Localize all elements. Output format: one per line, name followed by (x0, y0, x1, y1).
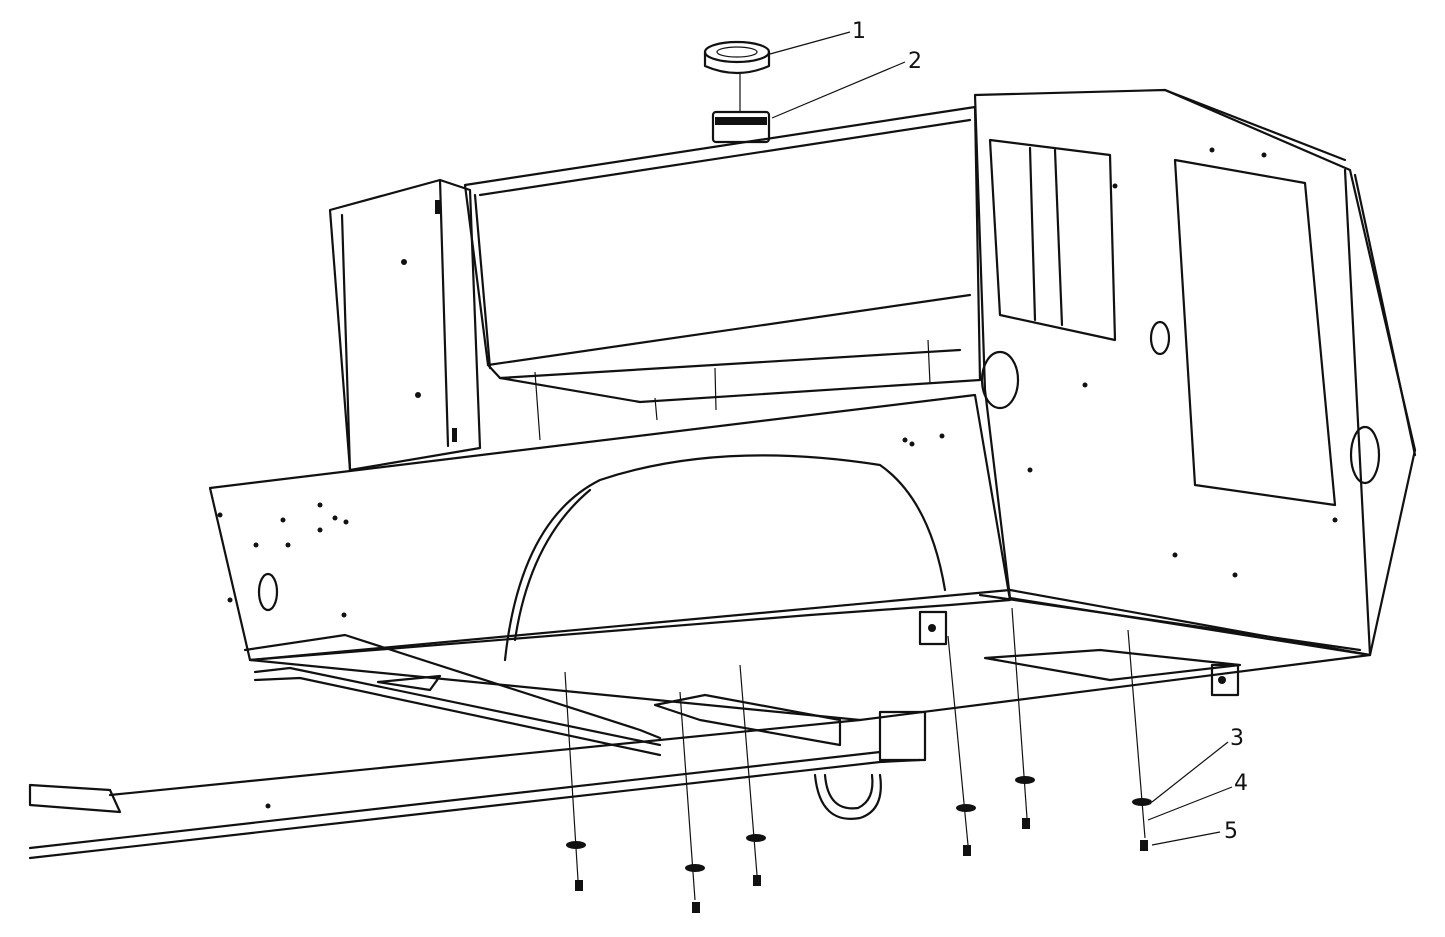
hardware-stack-6 (1127, 629, 1152, 851)
side-body-panel (208, 393, 1012, 662)
callout-label-4: 4 (1234, 771, 1248, 796)
callout-leaders (769, 31, 1233, 846)
hardware-stack-5 (1011, 607, 1035, 829)
floor-sill (248, 588, 1372, 722)
hardware-stack-1 (564, 671, 586, 891)
filler-cap (703, 40, 771, 75)
fuel-tank (463, 105, 982, 441)
callout-label-2: 2 (908, 49, 922, 74)
callout-label-5: 5 (1224, 819, 1238, 844)
hardware-stack-4 (947, 635, 976, 856)
rear-side-panel (328, 178, 482, 472)
filler-neck (711, 72, 771, 144)
callout-label-3: 3 (1230, 726, 1244, 751)
hardware-stack-2 (679, 691, 705, 913)
cab-front-section (973, 88, 1417, 657)
callout-label-1: 1 (852, 19, 866, 44)
chassis-frame (28, 633, 927, 860)
mounting-brackets (918, 610, 1240, 697)
hardware-stack-3 (739, 664, 766, 886)
